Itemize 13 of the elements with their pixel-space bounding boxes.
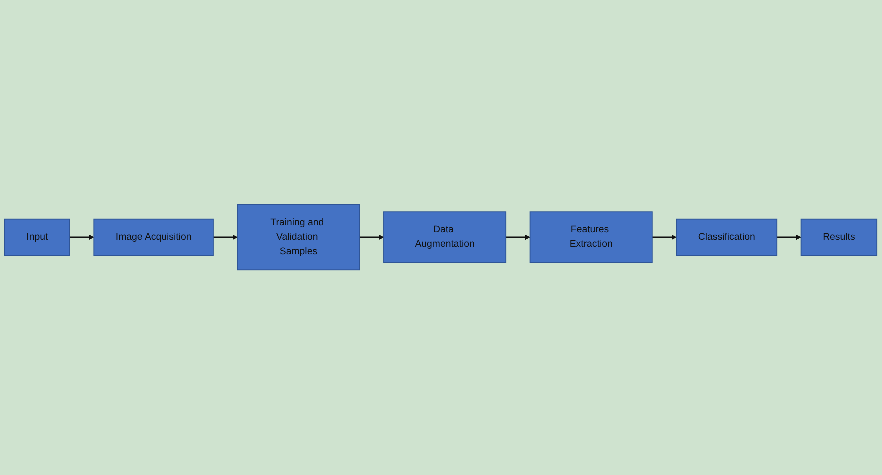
arrow	[360, 234, 384, 240]
node-box: Features Extraction	[530, 212, 653, 264]
node-box: Data Augmentation	[384, 212, 507, 264]
arrow	[777, 234, 802, 240]
arrow	[506, 234, 531, 240]
node-box: Training and Validation Samples	[237, 204, 360, 271]
arrow	[70, 234, 94, 240]
node-box: Image Acquisition	[94, 218, 214, 256]
node-box: Input	[4, 218, 70, 256]
node-box: Classification	[676, 218, 778, 256]
arrow	[652, 234, 677, 240]
arrow	[213, 234, 238, 240]
node-box: Results	[800, 218, 878, 256]
